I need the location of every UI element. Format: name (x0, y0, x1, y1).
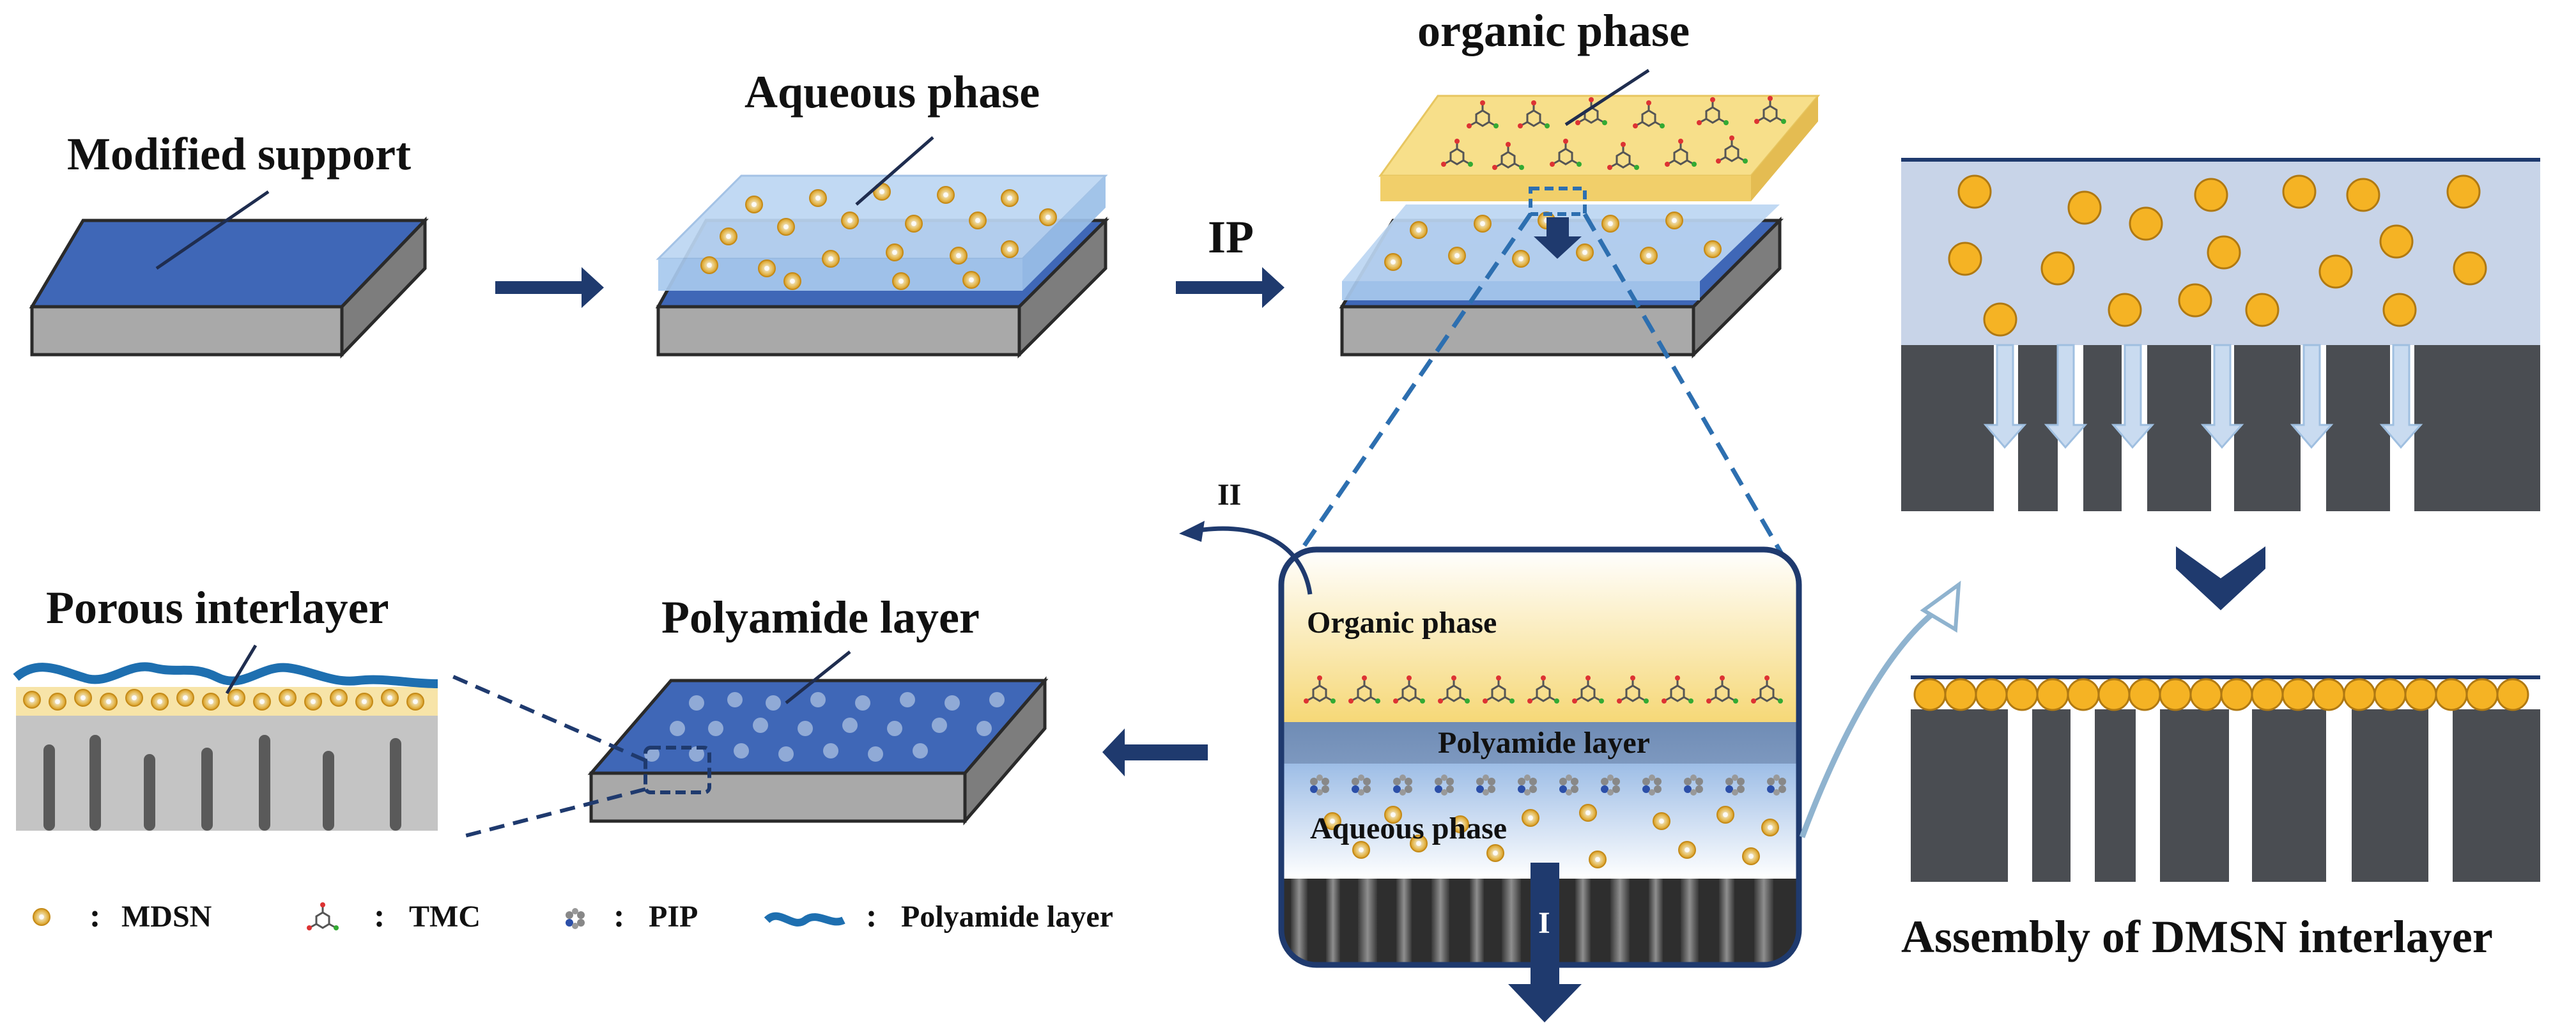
polyamide-support-block (587, 676, 1049, 826)
legend-pip-label: PIP (649, 900, 698, 934)
zoom-down-arrow (1534, 217, 1582, 259)
ip-arrow (1176, 267, 1284, 308)
zoom-line-right (1582, 213, 1785, 557)
legend-polyamide-icon (764, 912, 845, 927)
legend-polyamide-label: Polyamide layer (901, 900, 1113, 934)
legend-pip-icon (566, 908, 585, 929)
organic-layer-slab (1378, 95, 1821, 201)
zoom-line-left (1295, 213, 1532, 557)
aqueous-layer-slab (656, 174, 1108, 291)
legend-sep-4: : (866, 898, 877, 934)
modified-support-pointer (155, 190, 270, 270)
dmsn-after-panel (1911, 675, 2540, 882)
polyamide-pointer (785, 651, 851, 704)
porous-interlayer-label: Porous interlayer (46, 582, 389, 633)
zoom-aqueous-label: Aqueous phase (1310, 812, 1507, 845)
zoom-organic-label: Organic phase (1307, 606, 1497, 640)
assembly-curved-arrowhead (1920, 580, 1961, 633)
porous-interlayer-detail (13, 662, 438, 831)
modified-support-block (29, 216, 429, 359)
legend-mdsn-label: MDSN (121, 900, 212, 934)
modified-support-label: Modified support (67, 128, 411, 180)
aqueous-phase-label: Aqueous phase (744, 66, 1040, 118)
porous-zoom-line-top (446, 672, 647, 762)
polyamide-layer-label: Polyamide layer (661, 592, 980, 643)
ip-label: IP (1208, 212, 1254, 263)
legend-sep-1: : (89, 898, 100, 934)
assembly-title: Assembly of DMSN interlayer (1901, 911, 2493, 962)
porous-interlayer-pointer (225, 644, 258, 695)
legend-tmc-label: TMC (409, 900, 481, 934)
legend-tmc-icon (305, 901, 340, 932)
zoom-focus-box (1529, 187, 1587, 216)
legend: : MDSN : TMC : PIP : Polyamide layer (33, 898, 1113, 934)
organic-phase-label: organic phase (1417, 5, 1690, 56)
back-arrow (1102, 728, 1208, 776)
organic-phase-pointer (1564, 68, 1650, 127)
path-I-arrow (1508, 863, 1582, 1022)
polyamide-focus-box (644, 746, 711, 794)
assembly-curved-arrow (1799, 601, 1948, 838)
legend-sep-3: : (613, 898, 624, 934)
assembly-chevron-down (2176, 546, 2265, 610)
path-II-label: II (1217, 478, 1241, 512)
porous-zoom-line-bottom (459, 787, 646, 839)
dmsn-before-panel (1901, 158, 2540, 511)
legend-mdsn-icon (33, 908, 50, 926)
aqueous-phase-pointer (855, 136, 934, 206)
path-II-arrow (1198, 526, 1313, 595)
zoom-polyamide-label: Polyamide layer (1438, 726, 1650, 760)
legend-sep-2: : (374, 898, 385, 934)
path-I-label: I (1538, 906, 1550, 940)
flow-arrow-1 (495, 267, 604, 308)
path-II-arrowhead (1179, 521, 1205, 542)
